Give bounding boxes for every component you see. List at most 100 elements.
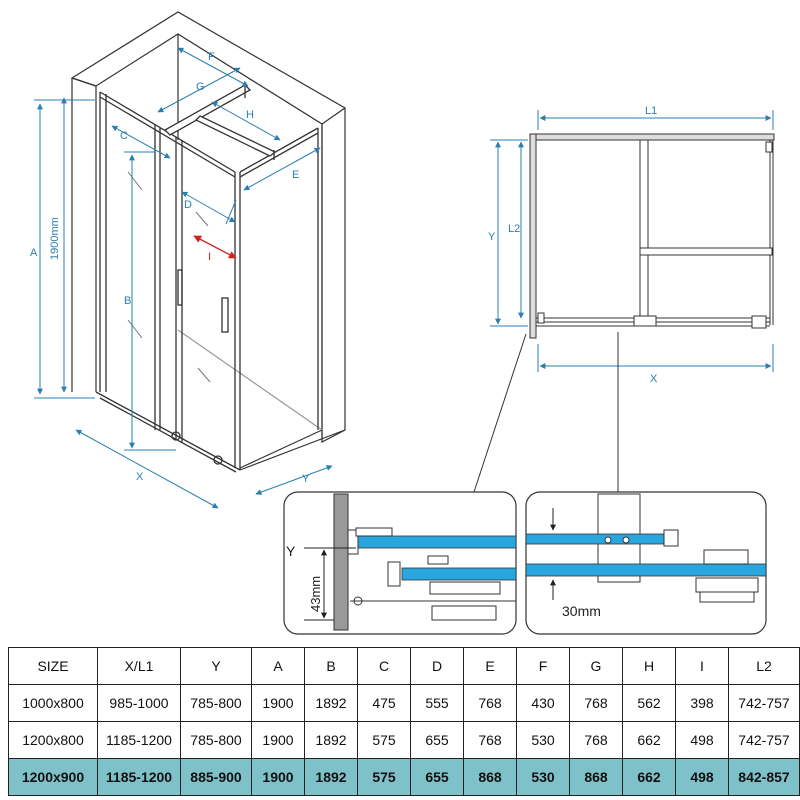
plan-back-wall	[529, 133, 775, 141]
table-cell: 1892	[304, 758, 358, 796]
table-cell: SIZE	[8, 647, 98, 685]
table-cell: 1000x800	[8, 684, 98, 722]
detail-glass-upper-2	[525, 533, 677, 545]
table-cell: 768	[463, 721, 517, 759]
table-cell: 1900	[251, 721, 305, 759]
detail-label-30mm: 30mm	[562, 603, 601, 619]
callout-leaders	[473, 332, 619, 493]
dimension-i-marker	[193, 235, 237, 259]
table-cell: 742-757	[728, 721, 800, 759]
table-cell: 1892	[304, 721, 358, 759]
table-cell: 662	[622, 721, 676, 759]
table-cell: 530	[516, 721, 570, 759]
table-cell: 768	[463, 684, 517, 722]
table-cell: H	[622, 647, 676, 685]
plan-label-x: X	[650, 373, 658, 385]
table-cell: 575	[357, 758, 411, 796]
label-d: D	[184, 199, 192, 211]
table-cell: 555	[410, 684, 464, 722]
perspective-view: A 1900mm B C D E F G H I X Y	[30, 11, 346, 509]
table-cell: 742-757	[728, 684, 800, 722]
detail-hardware-left	[347, 527, 516, 621]
detail-glass-lower	[401, 567, 517, 581]
table-cell: 1900	[251, 758, 305, 796]
detail-label-y: Y	[286, 543, 296, 559]
table-cell: B	[304, 647, 358, 685]
plan-frame	[536, 139, 774, 329]
detail-label-43mm: 43mm	[308, 576, 323, 612]
detail-callout-right: 30mm	[525, 491, 767, 635]
table-cell: 575	[357, 721, 411, 759]
glass-reflections	[127, 171, 211, 383]
label-h: H	[246, 109, 254, 121]
table-cell: 662	[622, 758, 676, 796]
detail-wall	[333, 493, 349, 631]
label-x: X	[136, 471, 144, 483]
label-a: A	[30, 247, 38, 259]
table-cell: 530	[516, 758, 570, 796]
table-cell: 842-857	[728, 758, 800, 796]
table-cell: E	[463, 647, 517, 685]
plan-dimension-lines	[490, 110, 774, 372]
table-cell: 868	[463, 758, 517, 796]
table-cell: 1200x800	[8, 721, 98, 759]
wall-structure	[70, 11, 346, 471]
table-cell: I	[675, 647, 729, 685]
table-cell: D	[410, 647, 464, 685]
table-cell: 768	[569, 721, 623, 759]
dimension-labels: A 1900mm B C D E F G H I X Y	[30, 51, 310, 485]
label-i: I	[208, 251, 211, 263]
plan-label-y: Y	[488, 231, 496, 243]
table-cell: 430	[516, 684, 570, 722]
table-cell: C	[357, 647, 411, 685]
label-e: E	[292, 169, 299, 181]
table-cell: X/L1	[97, 647, 181, 685]
table-cell: 1900	[251, 684, 305, 722]
label-b: B	[124, 295, 131, 307]
table-cell: A	[251, 647, 305, 685]
table-cell: 1185-1200	[97, 721, 181, 759]
table-cell: 768	[569, 684, 623, 722]
table-cell: 475	[357, 684, 411, 722]
table-cell: L2	[728, 647, 800, 685]
table-cell: 562	[622, 684, 676, 722]
table-cell: 498	[675, 721, 729, 759]
label-c: C	[120, 130, 128, 142]
enclosure-frame	[95, 84, 319, 473]
table-cell: F	[516, 647, 570, 685]
table-cell: 1200x900	[8, 758, 98, 796]
detail-glass-upper	[355, 535, 517, 549]
table-cell: G	[569, 647, 623, 685]
table-cell: 885-900	[180, 758, 252, 796]
plan-label-l2: L2	[508, 223, 520, 235]
detail-dimension-43	[304, 547, 356, 621]
dimension-lines	[34, 47, 333, 509]
label-height: 1900mm	[49, 217, 61, 260]
detail-hardware-right	[604, 529, 759, 603]
detail-glass-lower-2	[525, 563, 767, 577]
detail-callout-left: Y 43mm	[283, 491, 517, 635]
label-f: F	[208, 51, 215, 63]
table-cell: 1892	[304, 684, 358, 722]
shower-enclosure-diagram: A 1900mm B C D E F G H I X Y	[30, 11, 775, 635]
table-cell: 785-800	[180, 721, 252, 759]
table-cell: 655	[410, 721, 464, 759]
plan-label-l1: L1	[645, 105, 657, 117]
plan-side-wall	[529, 133, 537, 339]
table-cell: 868	[569, 758, 623, 796]
table-cell: 1185-1200	[97, 758, 181, 796]
table-cell: 398	[675, 684, 729, 722]
plan-view: L1 Y L2 X	[473, 105, 775, 493]
table-cell: 985-1000	[97, 684, 181, 722]
table-cell: Y	[180, 647, 252, 685]
label-g: G	[196, 81, 205, 93]
label-y: Y	[302, 473, 310, 485]
table-cell: 785-800	[180, 684, 252, 722]
table-cell: 498	[675, 758, 729, 796]
table-cell: 655	[410, 758, 464, 796]
